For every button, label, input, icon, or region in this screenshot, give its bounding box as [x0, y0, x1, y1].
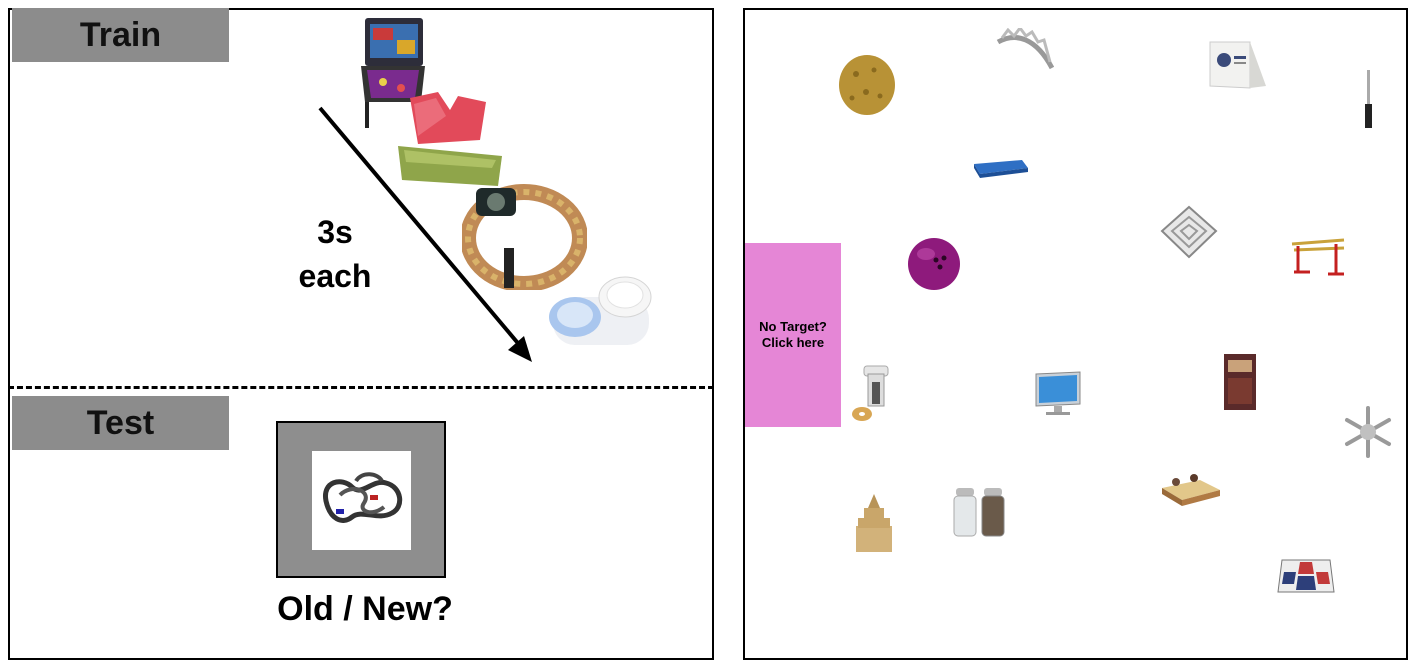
- salt-pepper-icon[interactable]: [950, 482, 1008, 538]
- sour-candy-icon: [398, 92, 502, 186]
- sandbox-icon[interactable]: [1160, 470, 1222, 508]
- old-new-question: Old / New?: [277, 590, 453, 628]
- bead-bracelet-icon: [462, 184, 587, 290]
- parallel-bars-icon[interactable]: [1290, 236, 1346, 278]
- no-target-line-1: No Target?: [759, 319, 827, 334]
- timing-line-1: 3s: [317, 214, 353, 250]
- timing-line-2: each: [298, 258, 372, 294]
- train-label: Train: [12, 8, 229, 62]
- no-target-button[interactable]: No Target? Click here: [745, 243, 841, 427]
- timing-text: 3s each: [290, 210, 380, 298]
- slot-car-track-icon: [323, 472, 403, 523]
- dance-mat-icon[interactable]: [1276, 556, 1336, 596]
- probe-image-area: [312, 451, 411, 550]
- test-label: Test: [12, 396, 229, 450]
- search-panel: [743, 8, 1408, 660]
- maze-icon[interactable]: [1160, 205, 1218, 260]
- pinball-machine-icon: [361, 18, 425, 128]
- tiara-icon[interactable]: [996, 28, 1054, 74]
- monitor-icon[interactable]: [1032, 370, 1084, 418]
- blue-mat-icon[interactable]: [970, 158, 1030, 180]
- time-arrow: [318, 106, 532, 362]
- bowling-ball-icon[interactable]: [906, 236, 962, 292]
- book-icon[interactable]: [1222, 352, 1258, 412]
- pen-icon[interactable]: [1362, 70, 1376, 130]
- bagel-slicer-icon[interactable]: [850, 364, 894, 426]
- contact-lens-case-icon: [549, 276, 652, 345]
- train-test-divider: [8, 386, 714, 389]
- sponge-icon[interactable]: [836, 52, 898, 118]
- probe-frame: [276, 421, 446, 578]
- sand-castle-icon[interactable]: [852, 492, 896, 554]
- snowflake-icon[interactable]: [1340, 404, 1396, 460]
- no-target-line-2: Click here: [761, 335, 825, 350]
- tent-card-icon[interactable]: [1206, 38, 1268, 92]
